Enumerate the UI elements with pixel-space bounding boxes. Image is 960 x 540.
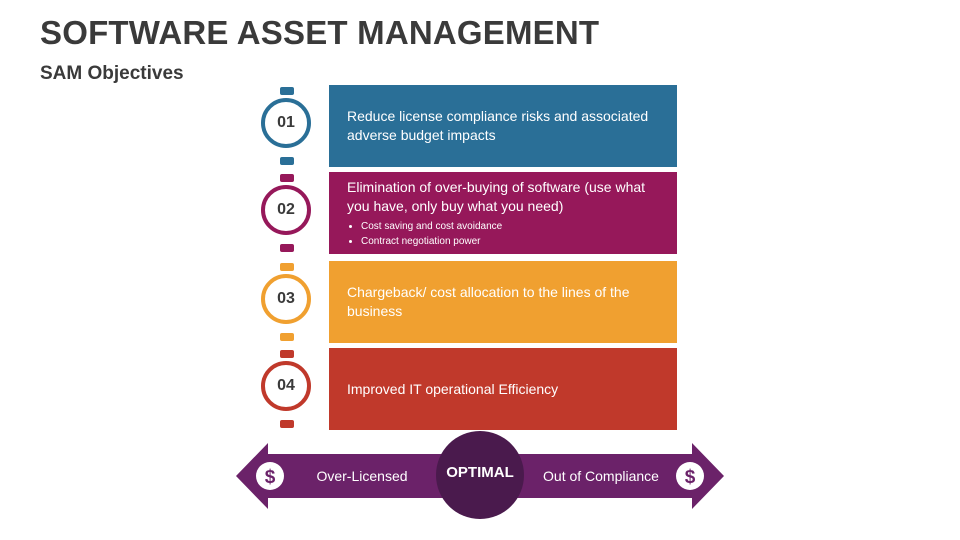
badge-cap-top	[280, 350, 294, 358]
badge-ring: 01	[261, 98, 311, 148]
objective-row-4: 04 Improved IT operational Efficiency	[257, 348, 677, 430]
bullet-item: Cost saving and cost avoidance	[361, 219, 661, 234]
objective-row-1: 01 Reduce license compliance risks and a…	[257, 85, 677, 167]
dollar-right-symbol: $	[685, 467, 696, 488]
objective-badge-3: 03	[257, 263, 317, 341]
bullet-item: Contract negotiation power	[361, 234, 661, 249]
dollar-right-icon	[676, 462, 704, 490]
optimal-label: OPTIMAL	[446, 464, 514, 481]
objective-row-2: 02 Elimination of over-buying of softwar…	[257, 172, 677, 254]
objective-text: Chargeback/ cost allocation to the lines…	[347, 284, 630, 319]
over-licensed-label: Over-Licensed	[316, 468, 407, 484]
page-title: SOFTWARE ASSET MANAGEMENT	[40, 14, 600, 51]
badge-cap-bottom	[280, 244, 294, 252]
dollar-left-symbol: $	[265, 467, 276, 488]
objective-box-2: Elimination of over-buying of software (…	[329, 172, 677, 254]
badge-ring: 02	[261, 185, 311, 235]
objective-badge-2: 02	[257, 174, 317, 252]
page-subtitle: SAM Objectives	[40, 63, 184, 84]
badge-ring: 04	[261, 361, 311, 411]
optimal-circle	[436, 431, 524, 519]
badge-cap-top	[280, 87, 294, 95]
objective-badge-1: 01	[257, 87, 317, 165]
objective-badge-4: 04	[257, 350, 317, 428]
objective-box-1: Reduce license compliance risks and asso…	[329, 85, 677, 167]
badge-ring: 03	[261, 274, 311, 324]
objective-row-3: 03 Chargeback/ cost allocation to the li…	[257, 261, 677, 343]
objective-bullets: Cost saving and cost avoidance Contract …	[347, 219, 661, 249]
objective-text: Elimination of over-buying of software (…	[347, 178, 646, 214]
badge-cap-bottom	[280, 157, 294, 165]
badge-cap-bottom	[280, 333, 294, 341]
badge-cap-top	[280, 174, 294, 182]
dollar-left-icon	[256, 462, 284, 490]
objective-box-4: Improved IT operational Efficiency	[329, 348, 677, 430]
badge-cap-bottom	[280, 420, 294, 428]
objective-text: Reduce license compliance risks and asso…	[347, 108, 649, 143]
out-of-compliance-label: Out of Compliance	[543, 468, 659, 484]
objective-box-3: Chargeback/ cost allocation to the lines…	[329, 261, 677, 343]
objective-text: Improved IT operational Efficiency	[347, 380, 559, 397]
badge-cap-top	[280, 263, 294, 271]
